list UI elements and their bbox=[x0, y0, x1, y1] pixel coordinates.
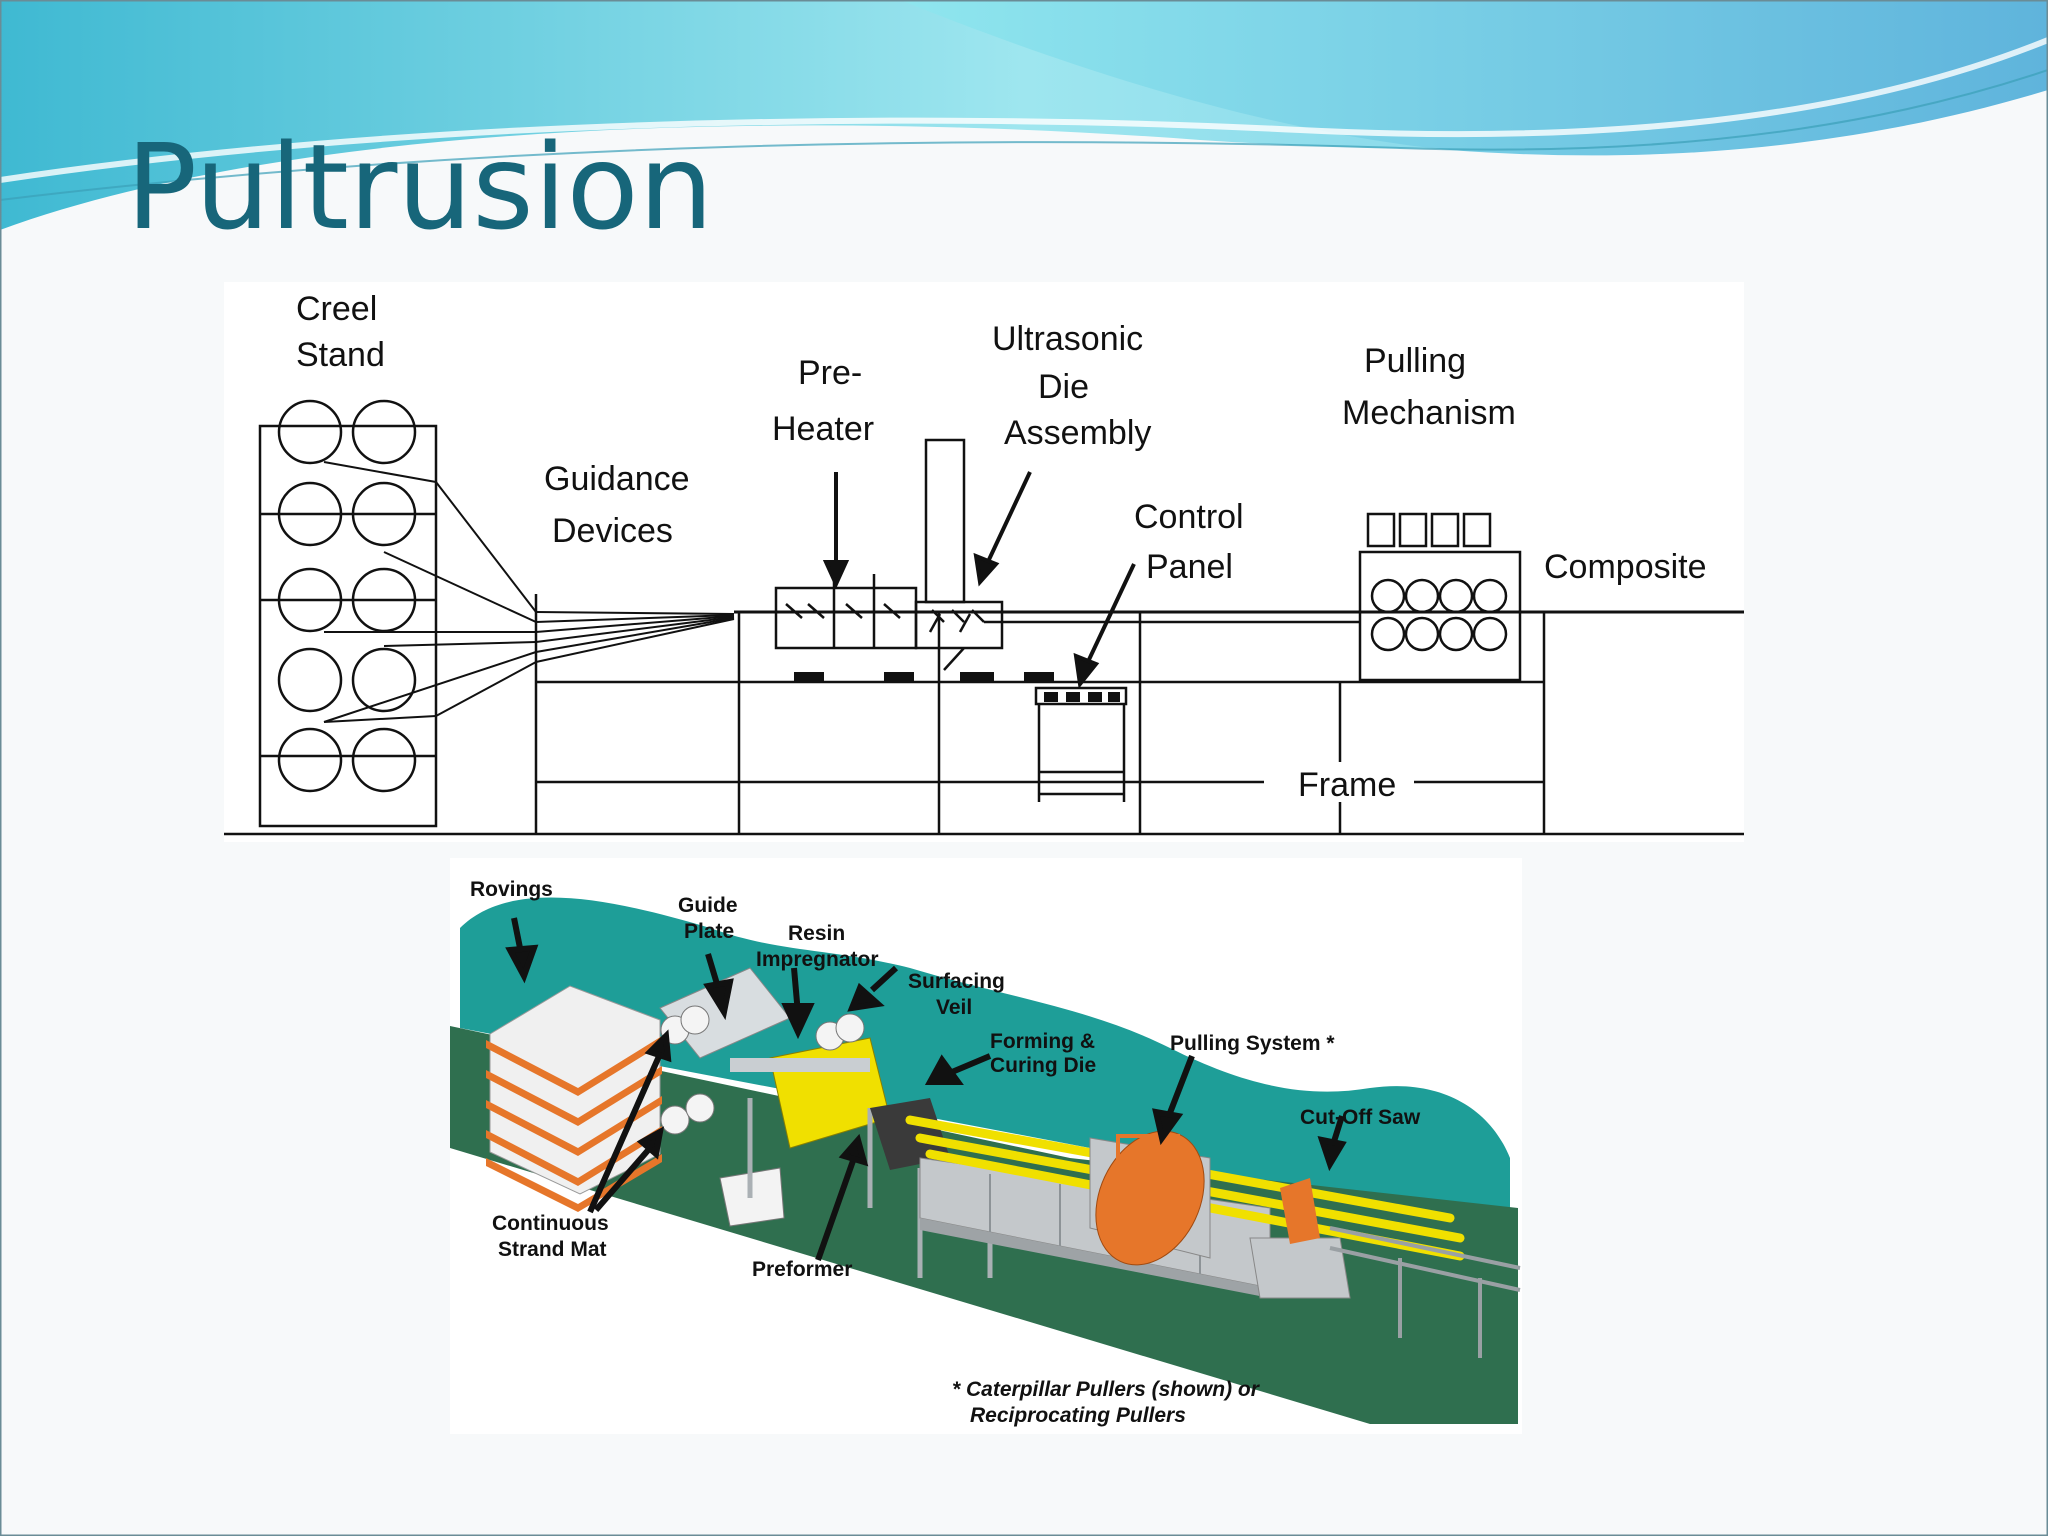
label-veil-1: Surfacing bbox=[908, 970, 1005, 993]
label-ultrasonic-1: Ultrasonic bbox=[992, 320, 1143, 358]
label-veil-2: Veil bbox=[936, 996, 972, 1019]
label-forming-2: Curing Die bbox=[990, 1054, 1096, 1077]
label-csm-1: Continuous bbox=[492, 1212, 609, 1235]
label-csm-2: Strand Mat bbox=[498, 1238, 607, 1261]
resin-impregnator bbox=[730, 1013, 891, 1149]
label-pulling-system: Pulling System * bbox=[1170, 1032, 1335, 1055]
pulling-system bbox=[1089, 1130, 1211, 1266]
label-composite: Composite bbox=[1544, 548, 1707, 586]
label-guide-1: Guide bbox=[678, 894, 738, 917]
label-forming-1: Forming & bbox=[990, 1030, 1095, 1053]
label-control-1: Control bbox=[1134, 498, 1244, 536]
label-preheater-1: Pre- bbox=[798, 354, 862, 392]
label-creel-stand-2: Stand bbox=[296, 336, 385, 374]
rovings-stack bbox=[486, 985, 662, 1212]
puller-rollers bbox=[1370, 578, 1508, 652]
label-guide-2: Plate bbox=[684, 920, 734, 943]
label-ultrasonic-3: Assembly bbox=[1004, 414, 1151, 452]
label-preformer: Preformer bbox=[752, 1258, 852, 1281]
label-resin-1: Resin bbox=[788, 922, 845, 945]
label-cut-off-saw: Cut-Off Saw bbox=[1300, 1106, 1421, 1129]
cut-off-saw bbox=[1249, 1178, 1351, 1299]
label-ultrasonic-2: Die bbox=[1038, 368, 1089, 406]
control-panel-arrow bbox=[1084, 563, 1136, 667]
mount-feet bbox=[794, 672, 1120, 702]
label-rovings: Rovings bbox=[470, 878, 553, 901]
label-preheater-2: Heater bbox=[772, 410, 874, 448]
label-guidance-2: Devices bbox=[552, 512, 673, 550]
label-resin-2: Impregnator bbox=[756, 948, 879, 971]
control-panel bbox=[1034, 686, 1128, 706]
pulling-mechanism bbox=[1358, 550, 1522, 682]
label-pulling-2: Mechanism bbox=[1342, 394, 1516, 432]
pultrusion-schematic: Creel Stand Guidance Devices Pre- Heater… bbox=[224, 282, 1744, 842]
slide-title: Pultrusion bbox=[126, 118, 714, 256]
label-frame: Frame bbox=[1298, 766, 1396, 804]
label-note-1: * Caterpillar Pullers (shown) or bbox=[952, 1378, 1261, 1401]
creel-stand bbox=[258, 424, 438, 828]
label-guidance-1: Guidance bbox=[544, 460, 690, 498]
label-control-2: Panel bbox=[1146, 548, 1233, 586]
roller-conveyor bbox=[1329, 1226, 1521, 1358]
label-pulling-1: Pulling bbox=[1364, 342, 1466, 380]
pultrusion-machine-illustration: Rovings Guide Plate Resin Impregnator Su… bbox=[450, 858, 1522, 1434]
label-creel-stand-1: Creel bbox=[296, 290, 377, 328]
label-note-2: Reciprocating Pullers bbox=[970, 1404, 1186, 1427]
fiber-strands bbox=[323, 461, 735, 723]
ultrasonic-arrow bbox=[984, 471, 1032, 567]
